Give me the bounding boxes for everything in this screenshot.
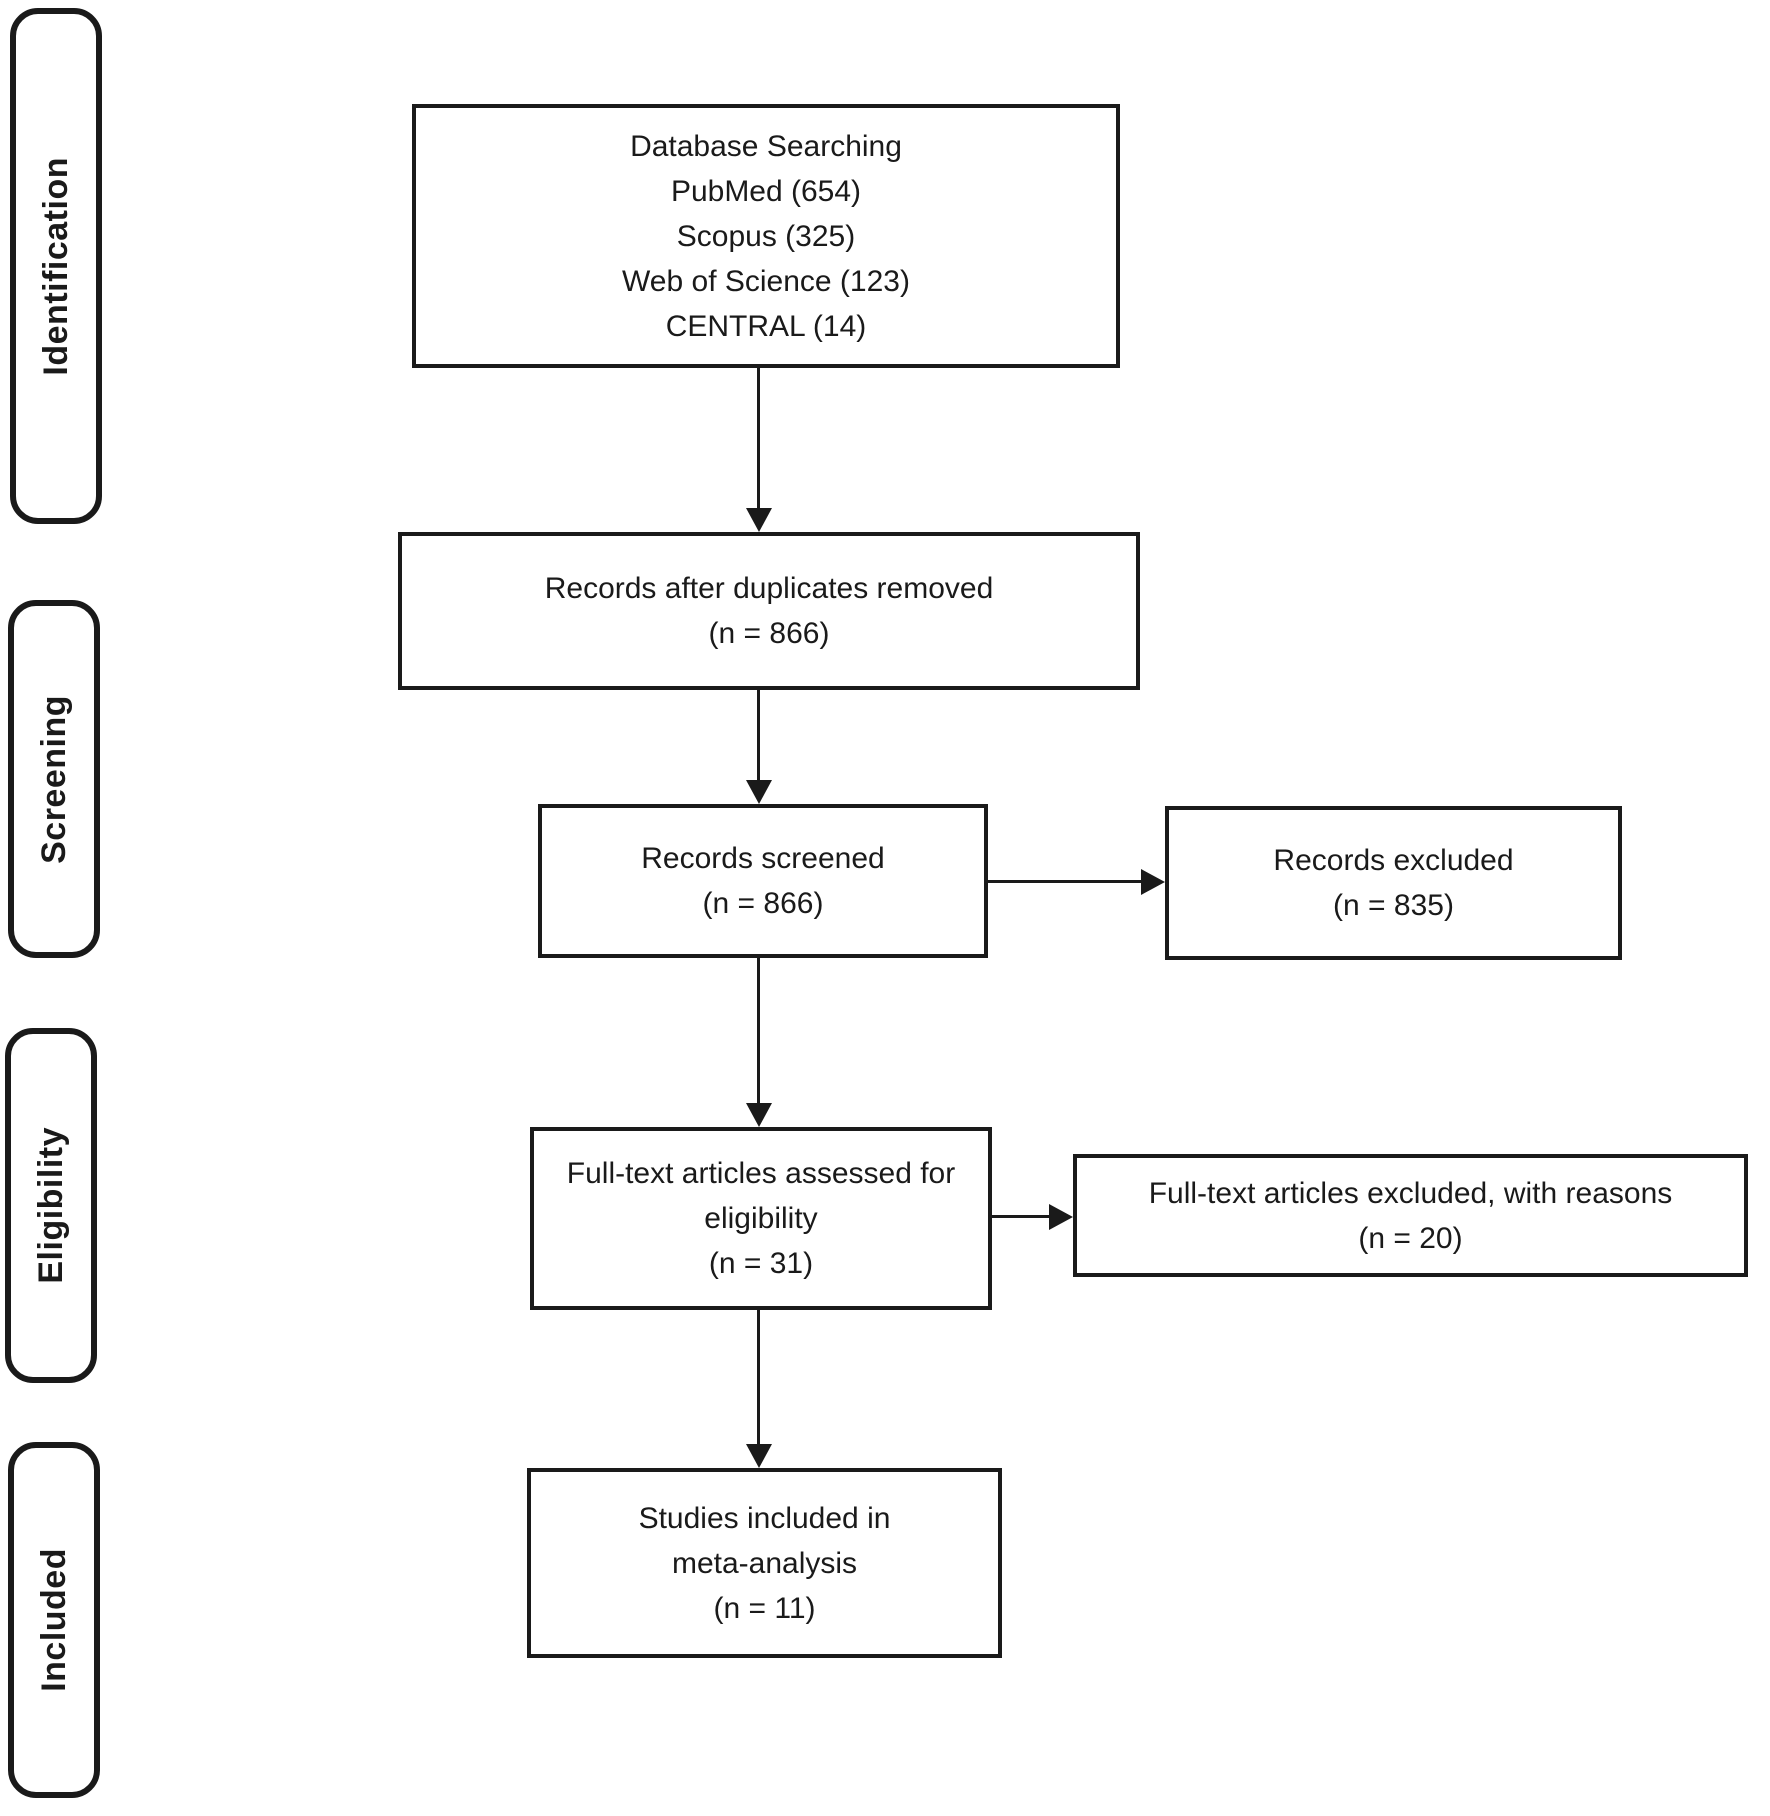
box-records-screened: Records screened (n = 866)	[538, 804, 988, 958]
stage-identification-label: Identification	[36, 156, 75, 376]
studies-included-count: (n = 11)	[713, 1591, 816, 1625]
arrow-screened-to-fulltext	[757, 958, 760, 1103]
arrow-searching-to-duplicates	[757, 368, 760, 508]
fulltext-assessed-count: (n = 31)	[708, 1247, 814, 1280]
fulltext-assessed-label: Full-text articles assessed for eligibil…	[566, 1157, 956, 1235]
duplicates-removed-label: Records after duplicates removed	[544, 572, 994, 605]
box-fulltext-excluded: Full-text articles excluded, with reason…	[1073, 1154, 1748, 1277]
box-database-searching: Database Searching PubMed (654) Scopus (…	[412, 104, 1120, 368]
stage-included: Included	[8, 1442, 100, 1798]
box-records-excluded: Records excluded (n = 835)	[1165, 806, 1622, 960]
stage-eligibility: Eligibility	[5, 1028, 97, 1383]
box-fulltext-assessed: Full-text articles assessed for eligibil…	[530, 1127, 992, 1310]
records-excluded-count: (n = 835)	[1333, 889, 1454, 922]
fulltext-excluded-count: (n = 20)	[1358, 1221, 1463, 1255]
database-source-scopus: Scopus (325)	[676, 219, 856, 253]
arrow-fulltext-to-included	[757, 1310, 760, 1444]
stage-screening-label: Screening	[34, 694, 73, 864]
arrow-screened-to-excluded	[986, 880, 1141, 883]
stage-included-label: Included	[34, 1548, 73, 1692]
arrow-duplicates-to-screened	[757, 690, 760, 780]
studies-included-label: Studies included in meta-analysis	[638, 1501, 891, 1580]
duplicates-removed-count: (n = 866)	[708, 617, 830, 650]
records-excluded-label: Records excluded	[1273, 844, 1514, 877]
stage-eligibility-label: Eligibility	[31, 1127, 70, 1284]
box-duplicates-removed: Records after duplicates removed (n = 86…	[398, 532, 1140, 690]
arrow-fulltext-to-fulltext-excluded	[990, 1215, 1049, 1218]
fulltext-excluded-label: Full-text articles excluded, with reason…	[1148, 1176, 1673, 1210]
database-source-pubmed: PubMed (654)	[670, 174, 862, 208]
database-searching-title: Database Searching	[630, 129, 902, 163]
records-screened-count: (n = 866)	[702, 887, 824, 920]
stage-screening: Screening	[8, 600, 100, 958]
box-studies-included: Studies included in meta-analysis (n = 1…	[527, 1468, 1002, 1658]
stage-identification: Identification	[10, 8, 102, 524]
database-source-web-of-science: Web of Science (123)	[622, 264, 910, 298]
records-screened-label: Records screened	[641, 842, 885, 875]
database-source-central: CENTRAL (14)	[665, 309, 867, 343]
